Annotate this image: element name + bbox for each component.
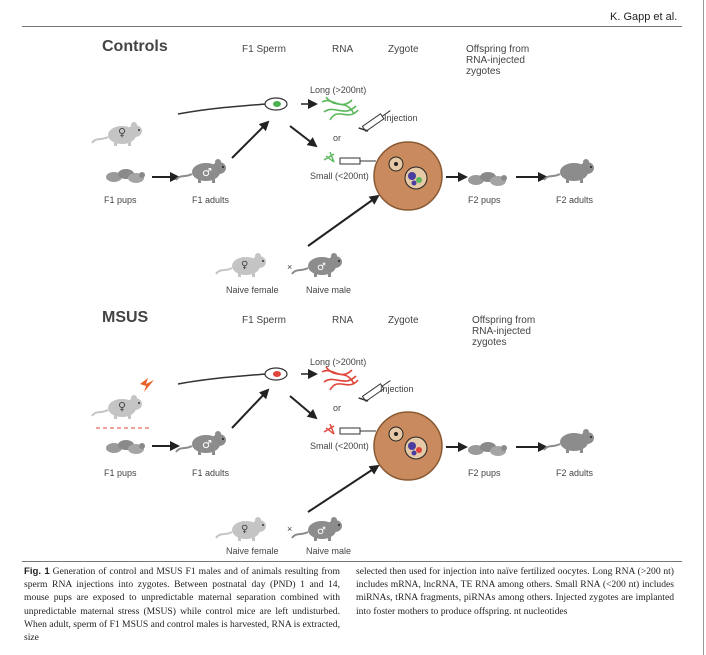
f2-adults-icon [543, 158, 595, 184]
msus-or-label: or [333, 403, 342, 413]
msus-rna-label: RNA [332, 315, 354, 326]
controls-panel: ♀ ♂ [91, 96, 595, 278]
f2-pups-icon [468, 442, 507, 456]
controls-offspring-label: Offspring from RNA-injected zygotes [466, 44, 530, 77]
msus-long-rna-label: Long (>200nt) [310, 357, 367, 367]
msus-panel: ♀ ♂ [91, 366, 595, 542]
figure-caption-left: Fig. 1 Generation of control and MSUS F1… [24, 565, 340, 644]
controls-title: Controls [102, 38, 168, 55]
controls-f2-adults-label: F2 adults [556, 195, 594, 205]
long-rna-icon [321, 96, 359, 121]
figure-caption-text: Generation of control and MSUS F1 males … [24, 566, 341, 644]
controls-zygote-label: Zygote [388, 44, 419, 55]
msus-small-rna-label: Small (<200nt) [310, 441, 369, 451]
female-mouse-icon [91, 121, 143, 147]
msus-f1-pups-label: F1 pups [104, 468, 137, 478]
controls-or-label: or [333, 133, 342, 143]
msus-cross-label: × [287, 524, 293, 534]
f1-adult-male-icon [175, 430, 227, 456]
msus-zygote-label: Zygote [388, 315, 419, 326]
svg-text:♂: ♂ [202, 166, 212, 179]
controls-small-rna-label: Small (<200nt) [310, 171, 369, 181]
page-edge-line [703, 0, 704, 655]
stress-icon [140, 378, 154, 392]
small-rna-icon [323, 151, 335, 163]
msus-offspring-label: Offspring from RNA-injected zygotes [472, 315, 536, 348]
figure-caption-right: selected then used for injection into na… [356, 566, 674, 617]
msus-f1-adults-label: F1 adults [192, 468, 230, 478]
msus-injection-label: Injection [380, 384, 414, 394]
controls-sperm-label: F1 Sperm [242, 44, 286, 55]
f1-adult-male-icon [175, 158, 227, 184]
svg-text:♂: ♂ [317, 526, 326, 537]
msus-f2-adults-label: F2 adults [556, 468, 594, 478]
figure-caption-label: Fig. 1 [24, 566, 50, 577]
msus-sperm-label: F1 Sperm [242, 315, 286, 326]
controls-long-rna-label: Long (>200nt) [310, 85, 367, 95]
svg-text:♂: ♂ [317, 262, 326, 273]
f1-pups-icon [106, 440, 145, 454]
svg-text:♀: ♀ [118, 126, 126, 139]
msus-title: MSUS [102, 309, 149, 326]
controls-injection-label: Injection [384, 113, 418, 123]
female-mouse-icon [91, 394, 143, 420]
svg-text:♀: ♀ [118, 400, 126, 413]
controls-f2-pups-label: F2 pups [468, 195, 501, 205]
controls-naive-female-label: Naive female [226, 285, 279, 295]
svg-text:♀: ♀ [241, 524, 248, 535]
msus-naive-female-label: Naive female [226, 546, 279, 556]
running-head: K. Gapp et al. [610, 11, 678, 23]
controls-f1-pups-label: F1 pups [104, 195, 137, 205]
controls-rna-label: RNA [332, 44, 354, 55]
long-rna-icon [321, 366, 359, 391]
msus-f2-pups-label: F2 pups [468, 468, 501, 478]
small-rna-icon [323, 423, 335, 435]
caption-rule [22, 561, 682, 562]
svg-text:♀: ♀ [241, 260, 248, 271]
f2-adults-icon [543, 428, 595, 454]
f2-pups-icon [468, 172, 507, 186]
svg-text:♂: ♂ [202, 438, 212, 451]
controls-f1-adults-label: F1 adults [192, 195, 230, 205]
header-rule [22, 26, 682, 27]
msus-naive-male-label: Naive male [306, 546, 352, 556]
controls-naive-male-label: Naive male [306, 285, 352, 295]
controls-cross-label: × [287, 262, 293, 272]
f1-pups-icon [106, 169, 145, 183]
